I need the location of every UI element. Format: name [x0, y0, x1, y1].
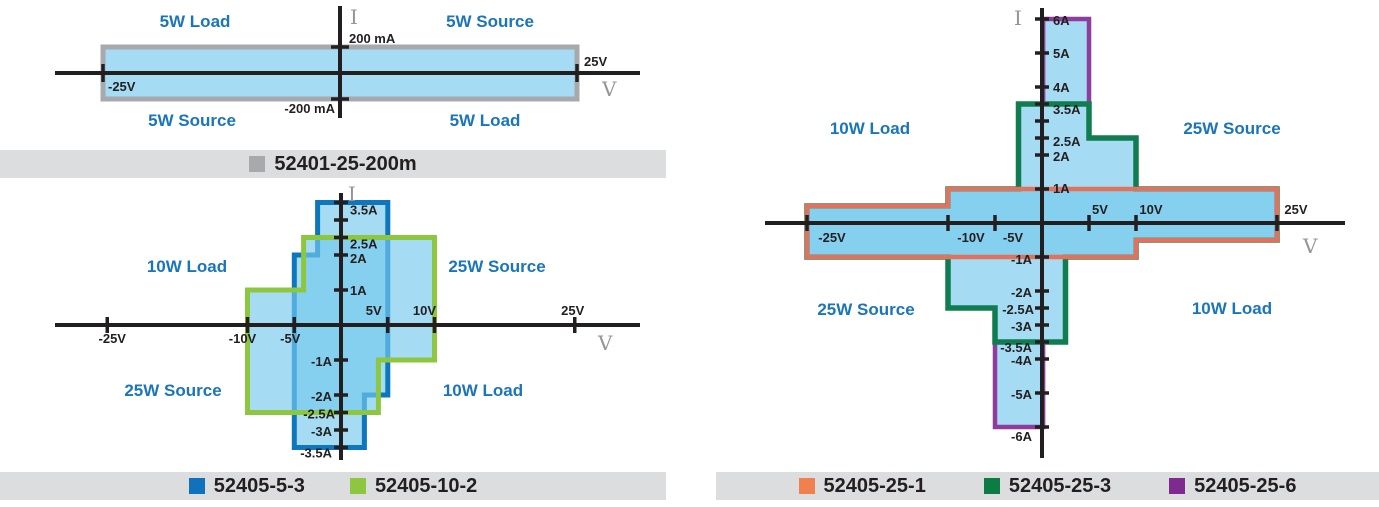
- y-tick-label: 6A: [1053, 13, 1070, 28]
- legend-item: 52405-25-3: [983, 474, 1112, 498]
- y-tick-label: -3A: [1011, 319, 1033, 334]
- x-tick-label: 10V: [413, 303, 436, 318]
- x-tick-label: 5V: [366, 303, 382, 318]
- y-tick-label: -4A: [1011, 353, 1033, 368]
- quadrant-label: 10W Load: [830, 119, 910, 138]
- quadrant-label: 10W Load: [1192, 299, 1272, 318]
- y-tick-label: 2.5A: [1053, 134, 1081, 149]
- legend-swatch: [188, 478, 205, 494]
- axis-letter-V: V: [1302, 234, 1318, 258]
- y-tick-label: -3.5A: [300, 446, 332, 461]
- x-tick-label: -5V: [280, 331, 301, 346]
- chart-52401-25-200m-envelope: -25V 25V 200 mA -200 mA I V 5W Load 5W Source 5W…: [55, 5, 640, 130]
- y-tick-label: 2.5A: [350, 237, 378, 252]
- legend-label: 52405-25-6: [1194, 474, 1297, 497]
- quadrant-label: 5W Load: [160, 12, 231, 31]
- y-tick-label: -2A: [1011, 285, 1033, 300]
- quadrant-label: 5W Source: [446, 12, 534, 31]
- x-tick-label: 25V: [1284, 202, 1307, 217]
- legend-swatch: [1169, 478, 1186, 494]
- legend-swatch: [249, 156, 266, 172]
- legend-item: 52405-5-3: [188, 474, 305, 498]
- quadrant-label: 25W Source: [817, 300, 914, 319]
- x-tick-label: 25V: [561, 303, 584, 318]
- y-tick-label: 2A: [350, 251, 367, 266]
- x-tick-label: -25V: [108, 79, 136, 94]
- y-tick-label: -6A: [1011, 429, 1033, 444]
- x-tick-label: 5V: [1092, 202, 1108, 217]
- y-tick-label: 4A: [1053, 80, 1070, 95]
- y-tick-label: 3.5A: [1053, 102, 1081, 117]
- y-tick-label: -1A: [1011, 252, 1033, 267]
- quadrant-label: 10W Load: [443, 381, 523, 400]
- y-tick-label: -200 mA: [284, 101, 335, 116]
- axis-letter-V: V: [601, 77, 617, 101]
- y-tick-label: -2.5A: [1002, 302, 1034, 317]
- legend-label: 52405-25-1: [823, 474, 926, 497]
- x-tick-label: 10V: [1139, 202, 1162, 217]
- legend-label: 52405-25-3: [1008, 474, 1112, 497]
- y-tick-label: -2A: [311, 389, 333, 404]
- quadrant-label: 10W Load: [147, 257, 227, 276]
- quadrant-label: 5W Load: [450, 111, 521, 130]
- quadrant-label: 25W Source: [1183, 119, 1280, 138]
- y-tick-label: -3A: [311, 424, 333, 439]
- y-tick-label: 3.5A: [350, 203, 378, 218]
- axis-letter-I: I: [1014, 6, 1022, 30]
- legend-item: 52405-25-1: [798, 474, 926, 498]
- x-tick-label: 25V: [584, 54, 607, 69]
- legend-label: 52405-5-3: [213, 474, 305, 497]
- y-tick-label: 2A: [1053, 149, 1070, 164]
- x-tick-label: -25V: [818, 230, 846, 245]
- quadrant-label: 5W Source: [148, 111, 236, 130]
- legend-item: 52401-25-200m: [249, 152, 417, 176]
- legend-item: 52405-25-6: [1169, 475, 1296, 498]
- quadrant-label: 25W Source: [124, 381, 221, 400]
- legend-52405-25v: 52405-25-1 52405-25-3 52405-25-6: [716, 472, 1379, 500]
- y-tick-label: -1A: [311, 354, 333, 369]
- legend-label: 52405-10-2: [374, 474, 478, 497]
- legend-52405-5v-10v: 52405-5-3 52405-10-2: [0, 472, 666, 500]
- legend-swatch: [349, 478, 366, 494]
- x-tick-label: -10V: [957, 230, 985, 245]
- y-tick-label: 200 mA: [349, 31, 396, 46]
- axis-letter-I: I: [348, 185, 356, 206]
- y-tick-label: 1A: [350, 283, 367, 298]
- y-tick-label: -2.5A: [303, 407, 335, 422]
- legend-swatch: [798, 478, 815, 494]
- y-tick-label: 5A: [1053, 46, 1070, 61]
- axis-letter-I: I: [350, 5, 358, 29]
- legend-label: 52401-25-200m: [274, 152, 417, 175]
- axis-letter-V: V: [597, 331, 613, 355]
- y-tick-label: -5A: [1011, 387, 1033, 402]
- y-tick-label: 1A: [1053, 181, 1070, 196]
- legend-item: 52405-10-2: [349, 474, 478, 498]
- x-tick-label: -25V: [99, 331, 127, 346]
- x-tick-label: -10V: [229, 331, 257, 346]
- x-tick-label: -5V: [1003, 230, 1024, 245]
- y-tick-label: -3.5A: [1000, 340, 1032, 355]
- legend-swatch: [983, 478, 1000, 494]
- quadrant-label: 25W Source: [448, 257, 545, 276]
- legend-52401-25-200m: 52401-25-200m: [0, 150, 666, 178]
